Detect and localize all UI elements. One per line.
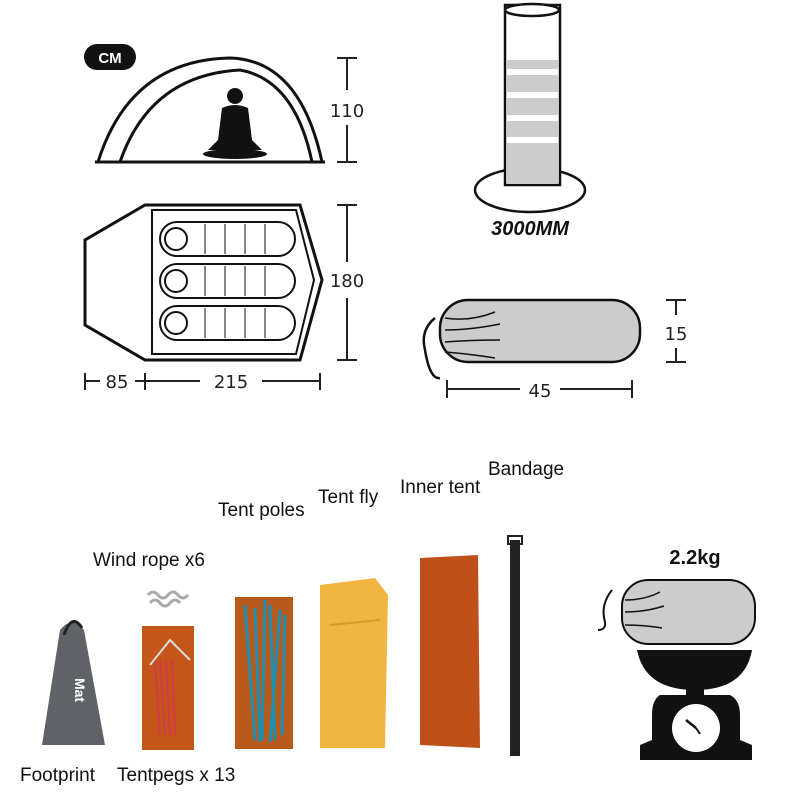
length-label: 215	[214, 372, 248, 393]
packed-bag-on-scale-icon	[597, 579, 756, 645]
packed-bag-icon	[422, 298, 642, 380]
length-dimension	[84, 373, 321, 390]
label-inner-tent: Inner tent	[400, 477, 481, 498]
label-wind-rope: Wind rope x6	[93, 550, 205, 571]
packed-diameter-dimension	[666, 299, 686, 363]
waterproof-rating: 3000MM	[491, 218, 570, 240]
unit-badge-text: CM	[98, 50, 121, 67]
vestibule-label: 85	[106, 372, 129, 393]
sleeping-bags-icon	[159, 221, 296, 341]
unit-badge: CM	[84, 44, 136, 70]
weighing-scale-icon	[637, 650, 752, 760]
height-label: 110	[330, 101, 364, 122]
label-tent-poles: Tent poles	[218, 500, 305, 521]
tent-top-view	[83, 203, 324, 362]
bandage-strap	[507, 535, 523, 756]
label-tent-fly: Tent fly	[318, 487, 379, 508]
tent-poles-bag	[235, 597, 293, 749]
person-icon	[203, 88, 267, 159]
tentpegs-bag	[142, 626, 194, 750]
wind-rope	[146, 590, 190, 608]
packed-length-label: 45	[529, 381, 552, 402]
water-column-icon	[473, 2, 587, 214]
weight-label: 2.2kg	[669, 547, 720, 569]
packed-length-dimension	[446, 380, 633, 398]
label-footprint: Footprint	[20, 765, 96, 786]
footprint-bag: Mat	[42, 619, 105, 745]
packed-diameter-label: 15	[665, 324, 688, 345]
label-tentpegs: Tentpegs x 13	[117, 765, 235, 786]
tent-fly-bag	[320, 578, 388, 748]
height-dimension	[337, 57, 357, 163]
label-bandage: Bandage	[488, 459, 564, 480]
footprint-print: Mat	[72, 678, 88, 702]
tent-side-view	[95, 56, 325, 164]
inner-tent-bag	[420, 555, 480, 748]
width-dimension	[337, 204, 357, 361]
width-label: 180	[330, 271, 364, 292]
